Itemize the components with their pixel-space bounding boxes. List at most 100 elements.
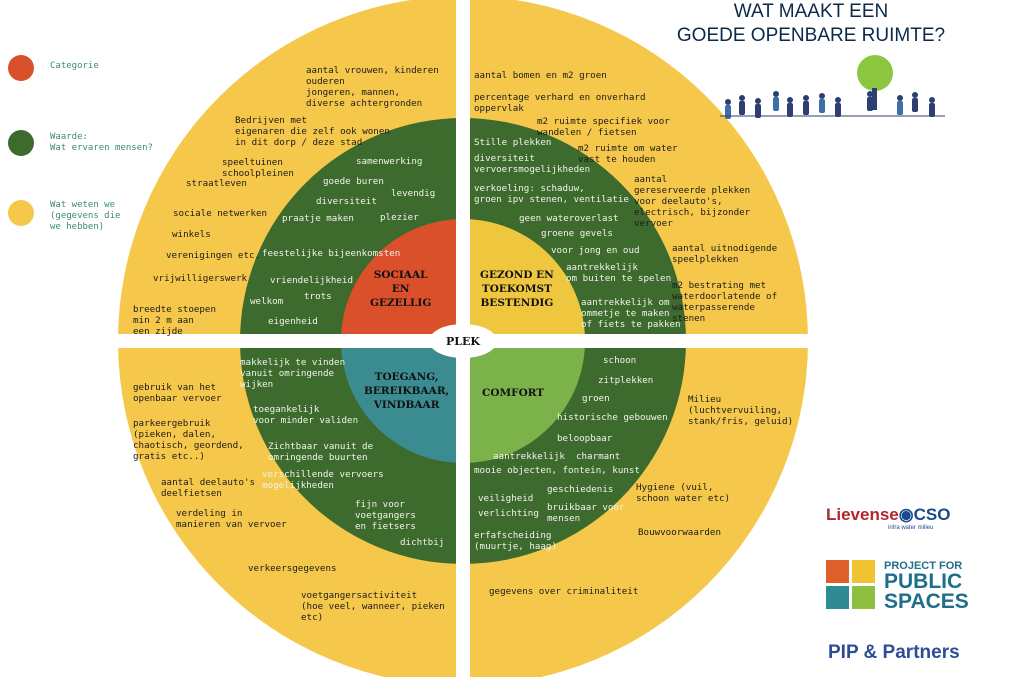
data-comfort: Milieu (luchtvervuiling, stank/fris, gel… (688, 394, 794, 427)
data-toegang: gebruik van het openbaar vervoer (133, 382, 222, 404)
category-comfort: COMFORT (482, 387, 545, 399)
value-toegang: toegankelijk voor minder validen (253, 404, 359, 426)
data-toegang: verdeling in manieren van vervoer (176, 508, 287, 530)
value-comfort: bruikbaar voor mensen (547, 502, 625, 524)
person-body-icon (755, 104, 761, 118)
legend-waarde: Waarde: Wat ervaren mensen? (8, 130, 178, 160)
value-comfort: historische gebouwen (557, 412, 668, 423)
value-gezond: voor jong en oud (551, 245, 640, 256)
value-sociaal: feestelijke bijeenkomsten (262, 248, 401, 259)
value-sociaal: vriendelijkheid (270, 275, 353, 286)
value-sociaal: eigenheid (268, 316, 318, 327)
person-head-icon (912, 92, 918, 98)
data-sociaal: vrijwilligerswerk (153, 273, 248, 284)
data-sociaal: verenigingen etc. (166, 250, 261, 261)
data-sociaal: Bedrijven met eigenaren die zelf ook won… (235, 115, 390, 148)
person-body-icon (929, 103, 935, 117)
value-sociaal: plezier (380, 212, 419, 223)
logo-text: PUBLIC (884, 570, 963, 593)
value-sociaal: samenwerking (356, 156, 423, 167)
logo-square (852, 586, 875, 609)
value-comfort: groen (582, 393, 610, 404)
value-toegang: Zichtbaar vanuit de omringende buurten (268, 441, 374, 463)
core-comfort (463, 341, 585, 463)
data-comfort: Bouwvoorwaarden (638, 527, 721, 538)
data-toegang: verkeersgegevens (248, 563, 337, 574)
person-head-icon (773, 91, 779, 97)
value-comfort: veiligheid (478, 493, 534, 504)
person-head-icon (787, 97, 793, 103)
value-comfort: aantrekkelijk charmant (493, 451, 621, 462)
data-sociaal: straatleven (186, 178, 247, 189)
value-gezond: Stille plekken (474, 137, 552, 148)
person-body-icon (803, 101, 809, 115)
logo-text: SPACES (884, 590, 969, 613)
logo-square (826, 586, 849, 609)
legend-data: Wat weten we (gegevens die we hebben) (8, 200, 178, 240)
center-badge (429, 324, 497, 358)
core-gezond (463, 219, 585, 341)
core-toegang (341, 341, 463, 463)
value-toegang: verschillende vervoers mogelijkheden (262, 469, 384, 491)
legend-dot-yellow (8, 200, 34, 226)
person-head-icon (739, 95, 745, 101)
category-gezond: GEZOND EN TOEKOMST BESTENDIG (480, 269, 554, 309)
core-sociaal (341, 219, 463, 341)
legend-label: Wat weten we (gegevens die we hebben) (50, 200, 121, 232)
title-line-2: GOEDE OPENBARE RUIMTE? (676, 25, 946, 46)
value-comfort: verlichting (478, 508, 539, 519)
center-label: PLEK (446, 335, 480, 348)
person-body-icon (897, 101, 903, 115)
data-sociaal: speeltuinen schoolpleinen (222, 157, 294, 179)
data-gezond: aantal bomen en m2 groen (474, 70, 607, 81)
title-line-1: WAT MAAKT EEN (733, 1, 889, 22)
person-head-icon (803, 95, 809, 101)
legend-label: Waarde: Wat ervaren mensen? (50, 132, 153, 153)
value-comfort: mooie objecten, fontein, kunst (474, 465, 640, 476)
data-sociaal: winkels (172, 229, 211, 240)
data-gezond: aantal uitnodigende speelplekken (672, 243, 778, 265)
data-sociaal: breedte stoepen min 2 m aan een zijde (133, 304, 216, 337)
value-gezond: aantrekkelijk om buiten te spelen (566, 262, 672, 284)
value-comfort: zitplekken (598, 375, 654, 386)
logo-square (852, 560, 875, 583)
person-body-icon (739, 101, 745, 115)
value-toegang: dichtbij (400, 537, 445, 548)
category-sociaal: SOCIAAL EN GEZELLIG (370, 269, 432, 309)
value-toegang: makkelijk te vinden vanuit omringende wi… (240, 357, 346, 390)
person-body-icon (819, 99, 825, 113)
category-toegang: TOEGANG, BEREIKBAAR, VINDBAAR (364, 371, 450, 411)
data-comfort: Hygiene (vuil, schoon water etc) (636, 482, 731, 504)
legend-dot-red (8, 55, 34, 81)
data-toegang: aantal deelauto's deelfietsen (161, 477, 256, 499)
person-head-icon (867, 91, 873, 97)
person-head-icon (755, 98, 761, 104)
value-comfort: schoon (603, 355, 637, 366)
person-head-icon (835, 97, 841, 103)
value-sociaal: praatje maken (282, 213, 354, 224)
tree-icon (857, 55, 893, 91)
person-head-icon (897, 95, 903, 101)
data-gezond: m2 ruimte om water vast te houden (578, 143, 678, 165)
page-title: WAT MAAKT EEN GOEDE OPENBARE RUIMTE? (651, 0, 971, 48)
person-body-icon (867, 97, 873, 111)
data-toegang: voetgangersactiviteit (hoe veel, wanneer… (301, 590, 445, 623)
person-body-icon (912, 98, 918, 112)
legend-categorie: Categorie (8, 55, 178, 85)
value-gezond: verkoeling: schaduw, groen ipv stenen, v… (474, 183, 629, 205)
person-body-icon (773, 97, 779, 111)
data-sociaal: sociale netwerken (173, 208, 268, 219)
value-toegang: fijn voor voetgangers en fietsers (355, 499, 416, 532)
value-gezond: diversiteit vervoersmogelijkheden (474, 153, 591, 175)
data-gezond: aantal gereserveerde plekken voor deelau… (634, 174, 751, 229)
data-gezond: percentage verhard en onverhard oppervla… (474, 92, 646, 114)
legend-label: Categorie (50, 61, 99, 71)
tree-trunk-icon (872, 88, 877, 110)
value-gezond: groene gevels (541, 228, 613, 239)
person-body-icon (787, 103, 793, 117)
data-gezond: m2 bestrating met waterdoorlatende of wa… (672, 280, 778, 324)
data-sociaal: aantal vrouwen, kinderen ouderen jongere… (306, 65, 439, 109)
lievense-cso-logo: Lievense◉CSO infra water milieu (826, 505, 951, 531)
value-sociaal: trots (304, 291, 332, 302)
